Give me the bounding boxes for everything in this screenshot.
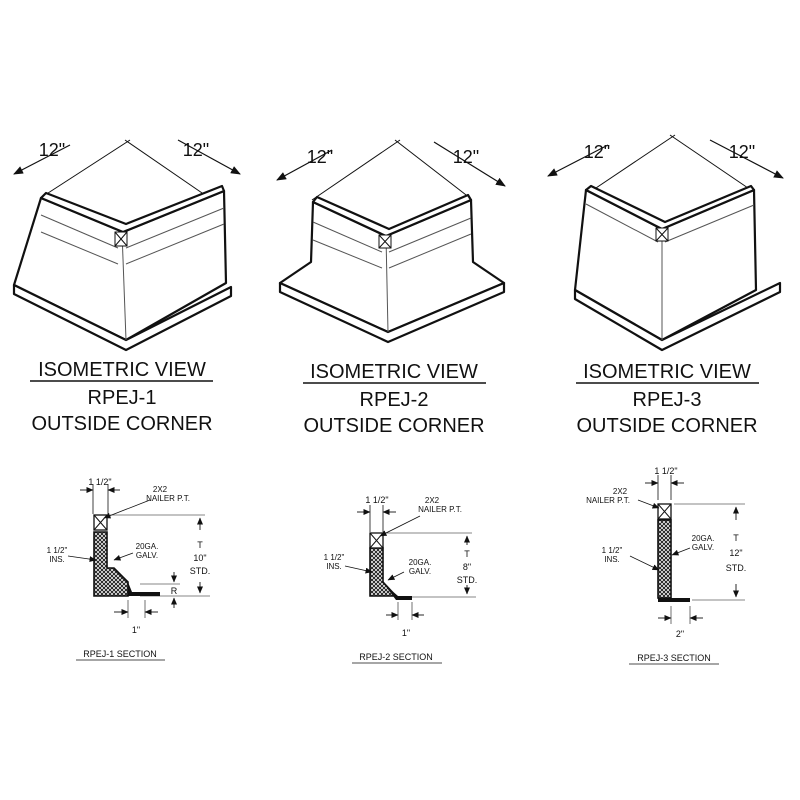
nailer-label-1: 2X2 bbox=[153, 485, 168, 494]
nailer-label-1: 2X2 bbox=[425, 496, 440, 505]
dim-right-label: 12" bbox=[453, 147, 479, 167]
insulation-label-1: 1 1/2" bbox=[47, 546, 68, 555]
subtitle-label: OUTSIDE CORNER bbox=[31, 413, 212, 435]
bottom-dim-label: 2" bbox=[676, 629, 684, 639]
height-label-value: 8" bbox=[463, 562, 471, 572]
section-caption: RPEJ-1 SECTION bbox=[83, 649, 157, 659]
nailer-label-2: NAILER P.T. bbox=[146, 494, 190, 503]
top-dim-label: 1 1/2" bbox=[654, 466, 677, 476]
height-label-std: STD. bbox=[457, 575, 478, 585]
isometric-drawing bbox=[276, 139, 506, 344]
subtitle-label: OUTSIDE CORNER bbox=[576, 415, 757, 437]
section-caption: RPEJ-2 SECTION bbox=[359, 652, 433, 662]
isometric-drawing bbox=[12, 139, 241, 352]
gauge-label-1: 20GA. bbox=[136, 542, 159, 551]
insulation-label-2: INS. bbox=[604, 555, 620, 564]
model-label: RPEJ-1 bbox=[88, 387, 157, 409]
gauge-label-2: GALV. bbox=[692, 543, 714, 552]
gauge-label-2: GALV. bbox=[136, 551, 158, 560]
height-label-t: T bbox=[733, 533, 739, 543]
panel-rpej-3: 12" 12" ISOMETRIC VIEW RPEJ-3 OUTSIDE CO… bbox=[547, 134, 784, 665]
view-heading: ISOMETRIC VIEW bbox=[583, 361, 751, 383]
nailer-label-1: 2X2 bbox=[613, 487, 628, 496]
subtitle-label: OUTSIDE CORNER bbox=[303, 415, 484, 437]
nailer-label-2: NAILER P.T. bbox=[418, 505, 462, 514]
section-drawing bbox=[67, 484, 210, 618]
bottom-dim-label: 1" bbox=[132, 625, 140, 635]
height-label-t: T bbox=[197, 540, 203, 550]
isometric-drawing bbox=[547, 134, 784, 352]
dim-right-label: 12" bbox=[183, 140, 209, 160]
height-label-std: STD. bbox=[726, 563, 747, 573]
height-label-value: 12" bbox=[729, 548, 742, 558]
view-heading: ISOMETRIC VIEW bbox=[310, 361, 478, 383]
insulation-label-1: 1 1/2" bbox=[324, 553, 345, 562]
dim-left-label: 12" bbox=[584, 142, 610, 162]
section-drawing bbox=[344, 505, 476, 620]
dim-right-label: 12" bbox=[729, 142, 755, 162]
section-caption: RPEJ-3 SECTION bbox=[637, 653, 711, 663]
section-drawing bbox=[629, 475, 745, 624]
gauge-label-2: GALV. bbox=[409, 567, 431, 576]
reveal-label: R bbox=[171, 586, 178, 596]
height-label-t: T bbox=[464, 549, 470, 559]
height-label-std: STD. bbox=[190, 566, 211, 576]
insulation-label-1: 1 1/2" bbox=[602, 546, 623, 555]
panel-rpej-1: 12" 12" ISOMETRIC VIEW RPEJ-1 OUTSIDE CO… bbox=[12, 139, 241, 661]
gauge-label-1: 20GA. bbox=[409, 558, 432, 567]
top-dim-label: 1 1/2" bbox=[88, 477, 111, 487]
nailer-label-2: NAILER P.T. bbox=[586, 496, 630, 505]
gauge-label-1: 20GA. bbox=[692, 534, 715, 543]
panel-rpej-2: 12" 12" ISOMETRIC VIEW RPEJ-2 OUTSIDE CO… bbox=[276, 139, 506, 664]
dim-left-label: 12" bbox=[39, 140, 65, 160]
top-dim-label: 1 1/2" bbox=[365, 495, 388, 505]
model-label: RPEJ-2 bbox=[360, 389, 429, 411]
view-heading: ISOMETRIC VIEW bbox=[38, 359, 206, 381]
model-label: RPEJ-3 bbox=[633, 389, 702, 411]
height-label-value: 10" bbox=[193, 553, 206, 563]
bottom-dim-label: 1" bbox=[402, 628, 410, 638]
insulation-label-2: INS. bbox=[326, 562, 342, 571]
dim-left-label: 12" bbox=[307, 147, 333, 167]
insulation-label-2: INS. bbox=[49, 555, 65, 564]
